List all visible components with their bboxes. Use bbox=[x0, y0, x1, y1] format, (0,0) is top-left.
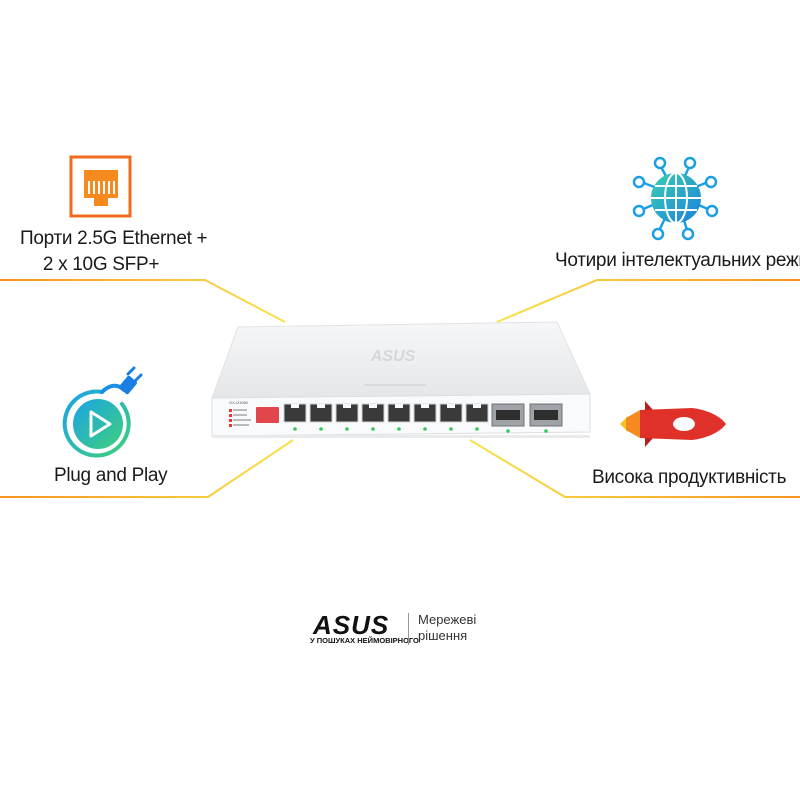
mode-dip-switch[interactable] bbox=[256, 407, 279, 423]
asus-logo-block: ASUS У ПОШУКАХ НЕЙМОВІРНОГО Мережеві ріш… bbox=[310, 610, 510, 650]
port-led bbox=[423, 427, 427, 431]
line-perf bbox=[469, 439, 800, 498]
ethernet-port-notch bbox=[447, 404, 455, 408]
line-plug bbox=[0, 439, 294, 498]
feature-modes-text: Чотири інтелектуальних режими bbox=[555, 250, 800, 271]
ethernet-port-notch bbox=[343, 404, 351, 408]
ethernet-port-notch bbox=[395, 404, 403, 408]
port-led bbox=[544, 429, 548, 433]
ethernet-port-notch bbox=[421, 404, 429, 408]
port-leds bbox=[293, 427, 548, 433]
status-leds bbox=[229, 409, 251, 427]
plug-play-icon bbox=[62, 366, 143, 458]
port-led bbox=[345, 427, 349, 431]
logo-subtitle-line2: рішення bbox=[418, 628, 468, 643]
feature-ports-line1: Порти 2.5G Ethernet + bbox=[20, 228, 208, 249]
sfp-port-slot bbox=[496, 410, 520, 420]
ethernet-port-icon bbox=[69, 155, 132, 218]
asus-tagline: У ПОШУКАХ НЕЙМОВІРНОГО bbox=[310, 636, 419, 645]
line-ports bbox=[0, 279, 286, 323]
port-led bbox=[397, 427, 401, 431]
port-led bbox=[449, 427, 453, 431]
feature-ports-text: Порти 2.5G Ethernet + 2 x 10G SFP+ bbox=[20, 226, 208, 278]
ethernet-port-notch bbox=[473, 404, 481, 408]
ethernet-port-notch bbox=[317, 404, 325, 408]
network-globe-icon bbox=[632, 156, 719, 241]
switch-brand-mark: ASUS bbox=[370, 348, 416, 365]
asus-logo: ASUS bbox=[313, 610, 390, 640]
port-led bbox=[475, 427, 479, 431]
connector-lines bbox=[0, 279, 800, 498]
switch-model-label: GX-U1080 bbox=[229, 400, 249, 405]
rocket-icon bbox=[620, 401, 726, 447]
port-led bbox=[506, 429, 510, 433]
sfp-ports bbox=[491, 403, 563, 427]
sfp-port-slot bbox=[534, 410, 558, 420]
ethernet-ports bbox=[283, 403, 489, 423]
feature-perf-text: Висока продуктивність bbox=[592, 467, 787, 488]
line-modes bbox=[496, 279, 800, 323]
logo-subtitle: Мережеві рішення bbox=[418, 612, 476, 644]
logo-subtitle-line1: Мережеві bbox=[418, 612, 477, 627]
network-switch: ASUS GX-U1080 bbox=[211, 321, 591, 438]
logo-divider bbox=[408, 613, 409, 645]
feature-ports-line2: 2 x 10G SFP+ bbox=[42, 254, 160, 275]
ethernet-port-notch bbox=[369, 404, 377, 408]
port-led bbox=[319, 427, 323, 431]
port-led bbox=[293, 427, 297, 431]
port-led bbox=[371, 427, 375, 431]
feature-plug-text: Plug and Play bbox=[54, 465, 168, 486]
ethernet-port-notch bbox=[291, 404, 299, 408]
